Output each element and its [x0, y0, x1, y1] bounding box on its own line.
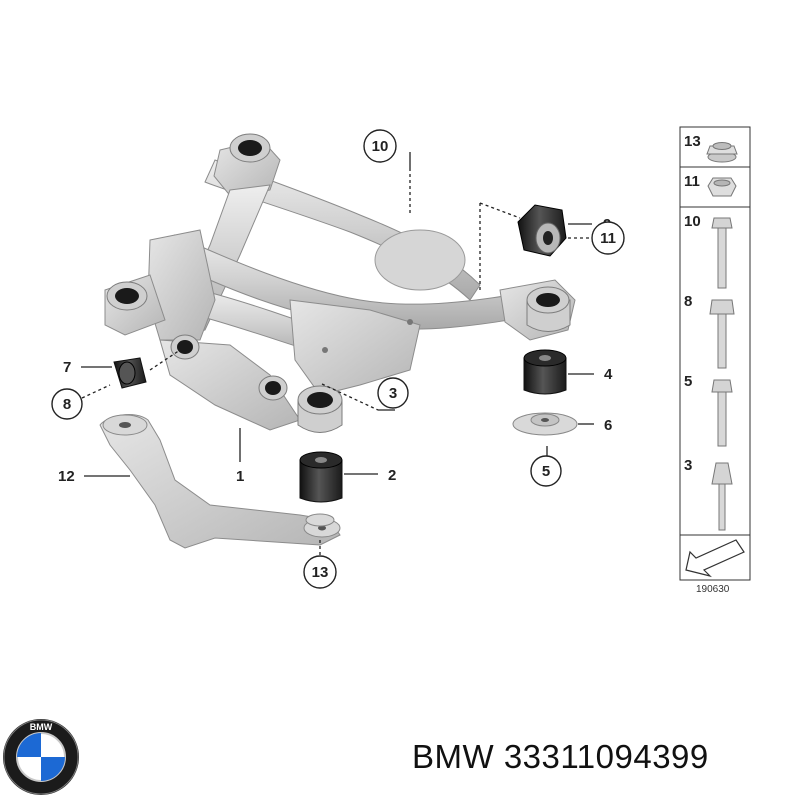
callout-12: 12 — [58, 468, 75, 485]
washer-part-6 — [512, 412, 578, 436]
rubber-mount-part-4 — [523, 349, 567, 395]
callout-11: 11 — [600, 230, 616, 247]
leader-lines — [81, 152, 594, 557]
panel-label-11: 11 — [684, 173, 700, 190]
callout-3: 3 — [389, 385, 397, 402]
fastener-panel: 13 11 10 8 5 3 — [679, 126, 751, 595]
panel-label-8: 8 — [684, 293, 692, 310]
washer-part-13 — [305, 513, 335, 527]
panel-label-5: 5 — [684, 373, 692, 390]
callout-4: 4 — [604, 366, 613, 383]
panel-label-3: 3 — [684, 457, 692, 474]
part-number: 33311094399 — [503, 738, 709, 775]
callout-10: 10 — [372, 138, 389, 155]
callout-7: 7 — [63, 359, 71, 376]
callout-13-circle: 13 — [303, 555, 337, 589]
rubber-mount-part-9 — [517, 204, 567, 257]
callout-11-circle: 11 — [591, 221, 625, 255]
svg-text:BMW: BMW — [30, 722, 53, 732]
callout-3-circle: 3 — [377, 377, 409, 409]
bolt-8-icon — [709, 299, 735, 369]
panel-label-13: 13 — [684, 133, 701, 150]
rubber-mount-part-2 — [299, 451, 343, 503]
callout-2: 2 — [388, 467, 396, 484]
rubber-bushing-part-7 — [113, 357, 147, 389]
bmw-roundel-logo: BMW — [3, 719, 79, 795]
hex-nut-icon — [707, 177, 737, 197]
flange-nut-icon — [706, 142, 738, 163]
brand-name: BMW — [412, 738, 495, 775]
callout-10-circle: 10 — [363, 129, 397, 163]
callout-13: 13 — [312, 564, 329, 581]
footer-caption: BMW 33311094399 — [412, 738, 709, 776]
bolt-3-icon — [711, 462, 733, 531]
rear-axle-subframe — [104, 133, 576, 433]
direction-arrow-icon — [685, 539, 745, 578]
callout-8: 8 — [63, 396, 71, 413]
drawing-number: 190630 — [696, 584, 730, 595]
callout-6: 6 — [604, 417, 612, 434]
panel-label-10: 10 — [684, 213, 701, 230]
strut-brace-part-12 — [99, 414, 341, 549]
callout-1: 1 — [236, 468, 244, 485]
callout-5-circle: 5 — [530, 455, 562, 487]
bolt-5-icon — [711, 379, 733, 447]
bolt-10-icon — [711, 217, 733, 289]
callout-5: 5 — [542, 463, 550, 480]
callout-8-circle: 8 — [51, 388, 83, 420]
